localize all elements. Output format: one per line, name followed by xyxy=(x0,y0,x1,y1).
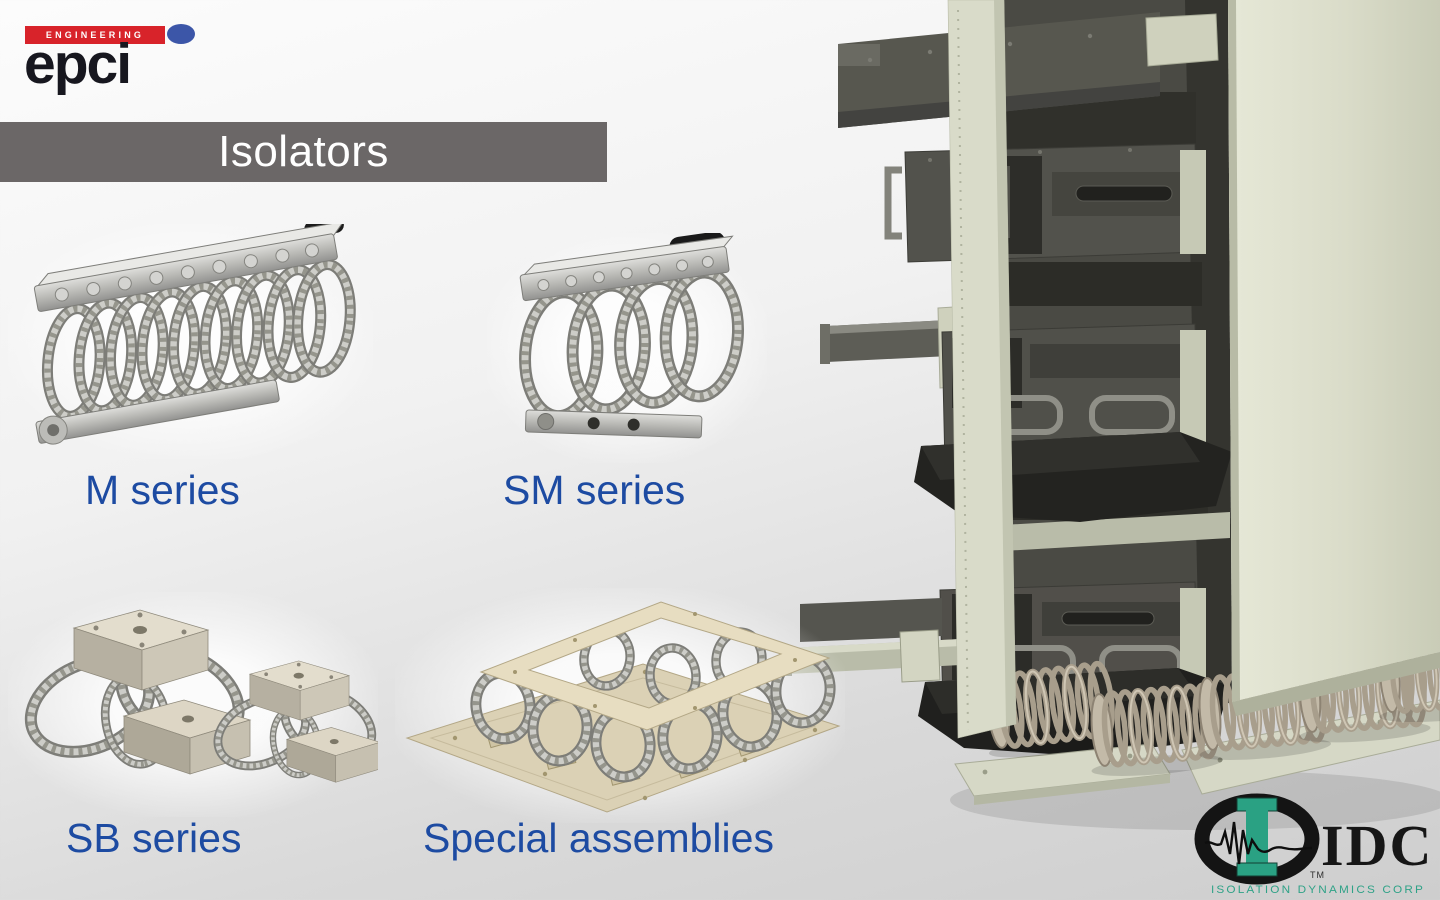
section-title: Isolators xyxy=(218,127,389,176)
m-series-bottom-bar xyxy=(35,379,280,444)
special-assemblies-image xyxy=(395,588,845,823)
rack-crossbar xyxy=(985,512,1230,552)
sb-series-label: SB series xyxy=(66,815,242,861)
rack-side-panel xyxy=(1228,0,1440,702)
equipment-rack-illustration xyxy=(782,0,1440,830)
brand-logo: ENGINEERING epci xyxy=(24,22,204,96)
idc-tm: TM xyxy=(1310,870,1325,880)
sb-series-image xyxy=(8,592,378,817)
sm-series-label: SM series xyxy=(503,467,686,513)
rack-slide-bracket-a xyxy=(1180,150,1206,254)
rack-cabinet-body xyxy=(947,0,1440,739)
idc-logo: IDC TM ISOLATION DYNAMICS CORP xyxy=(1194,793,1433,896)
section-banner: Isolators xyxy=(0,122,607,182)
m-series-image xyxy=(8,224,373,459)
rack-module-a xyxy=(884,143,1206,263)
special-assemblies-label: Special assemblies xyxy=(423,815,774,861)
special-top-frame xyxy=(479,601,831,731)
brand-dot-icon xyxy=(167,24,195,44)
rack-d-handle xyxy=(1089,395,1175,435)
idc-ibeam-icon xyxy=(1236,797,1278,877)
rack-handle-loop xyxy=(884,166,902,240)
idc-waveform-icon xyxy=(1204,821,1313,865)
brand-engineering-label: ENGINEERING xyxy=(45,30,145,40)
sm-series-image xyxy=(487,233,767,463)
rack-slide-bracket-top xyxy=(1145,13,1219,67)
m-series-label: M series xyxy=(85,467,240,513)
sm-series-bottom-bar xyxy=(524,409,703,439)
idc-tagline: ISOLATION DYNAMICS CORP xyxy=(1211,884,1425,896)
brand-name: epci xyxy=(24,32,132,96)
brand-engineering-banner: ENGINEERING xyxy=(25,26,165,44)
idc-abbr: IDC xyxy=(1321,813,1433,878)
